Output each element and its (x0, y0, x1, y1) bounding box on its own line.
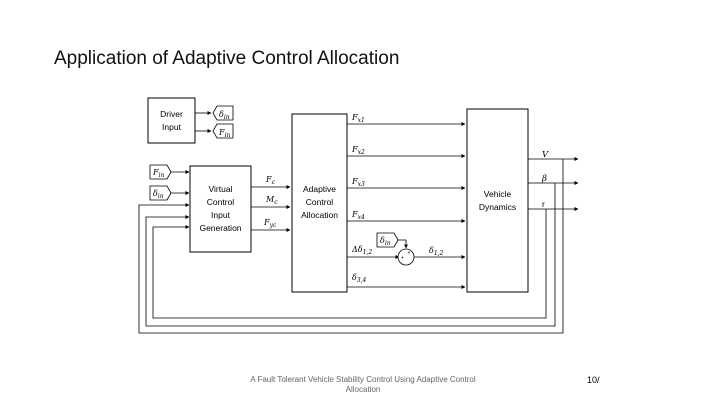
beta-label: β (541, 174, 547, 184)
svg-text:Fin: Fin (218, 128, 230, 139)
virtual-label-4: Generation (199, 223, 241, 233)
adaptive-label-2: Control (306, 197, 334, 207)
feedback-beta-path (145, 183, 556, 327)
driver-input-block: Driver Input (147, 97, 196, 144)
sum-sign-top: + (408, 250, 411, 256)
driver-output-delta-tag: δin (212, 105, 234, 121)
Fx3-label: Fx3 (351, 177, 365, 188)
adaptive-label-1: Adaptive (303, 184, 336, 194)
Mc-label: Mc (265, 195, 278, 206)
Fx1-label: Fx1 (351, 113, 365, 124)
input-delta-tag: δin (149, 185, 172, 201)
Fx4-label: Fx4 (351, 210, 365, 221)
virtual-label-1: Virtual (209, 184, 233, 194)
svg-text:δin: δin (153, 189, 164, 200)
Fyc-label: Fyc (263, 218, 277, 229)
tag-delta-base: δ (219, 110, 224, 119)
virtual-label-2: Control (207, 197, 235, 207)
slide-footer: A Fault Tolerant Vehicle Stability Contr… (250, 375, 476, 394)
tag-F-sub: in (225, 132, 231, 139)
slide-title: Application of Adaptive Control Allocati… (54, 48, 400, 69)
sum-sign-left: + (401, 255, 404, 261)
driver-input-label-line2: Input (162, 122, 182, 132)
adaptive-label-3: Allocation (301, 210, 338, 220)
sum-tag-sub: in (385, 240, 391, 247)
Fx2-label: Fx2 (351, 145, 365, 156)
adaptive-allocation-block: Adaptive Control Allocation (291, 113, 348, 293)
svg-text:δin: δin (219, 110, 230, 121)
V-label: V (542, 150, 549, 160)
sum-top-arrow (398, 239, 408, 249)
input-F-base: F (152, 168, 159, 177)
vehicle-dynamics-block: Vehicle Dynamics (466, 108, 529, 293)
input-F-sub: in (159, 172, 165, 179)
virtual-control-block: Virtual Control Input Generation (189, 165, 252, 253)
input-delta-sub: in (158, 193, 164, 200)
input-F-tag: Fin (149, 164, 172, 180)
driver-output-F-tag: Fin (212, 123, 234, 139)
sum-tag-base: δ (380, 236, 385, 245)
vehicle-label-1: Vehicle (484, 189, 512, 199)
feedback-V-path (138, 159, 564, 334)
tag-F-base: F (218, 128, 225, 137)
summing-junction: + + (397, 248, 415, 266)
tag-delta-sub: in (224, 114, 230, 121)
feedback-r-path (152, 209, 547, 319)
page-number: 10/ (587, 375, 600, 385)
driver-input-label-line1: Driver (160, 109, 183, 119)
d-delta12-label: Δδ1,2 (351, 245, 372, 256)
sum-delta-tag: δin (376, 232, 399, 248)
virtual-label-3: Input (211, 210, 231, 220)
svg-text:δin: δin (380, 236, 391, 247)
Fc-label: Fc (265, 175, 276, 186)
delta12-label: δ1,2 (429, 246, 444, 257)
input-delta-base: δ (153, 189, 158, 198)
vehicle-label-2: Dynamics (479, 202, 516, 212)
svg-text:Fin: Fin (152, 168, 164, 179)
delta34-label: δ3,4 (352, 273, 367, 284)
r-label: r (542, 199, 545, 209)
